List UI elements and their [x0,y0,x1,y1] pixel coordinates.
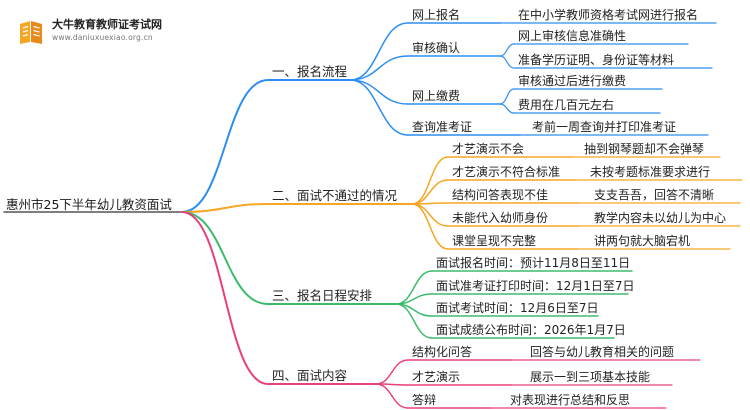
branch-1-item-1: 网上报名 [412,8,461,22]
branch-4-connector [181,211,269,385]
branch-2-item-5-detail-1: 讲两句就大脑宕机 [594,234,691,248]
logo-title: 大牛教育教师证考试网 [52,18,162,31]
branch-4-item-2-detail-1: 展示一到三项基本技能 [530,370,651,384]
branch-2-item-4: 未能代入幼师身份 [452,211,549,225]
branch-2-item-3: 结构问答表现不佳 [452,188,549,202]
branch-2-item-2-connector [411,179,449,205]
branch-1-item-1-detail-1: 在中小学教师资格考试网进行报名 [518,8,699,22]
branch-2-label: 二、面试不通过的情况 [272,188,398,203]
branch-2-item-4-connector [411,203,449,227]
branch-4-item-3: 答辩 [412,393,437,407]
book-logo-icon [20,21,42,44]
branch-1-item-4-connector [349,79,409,136]
branch-3-connector [181,211,269,305]
branch-2-item-4-detail-1: 教学内容未以幼儿为中心 [594,211,727,225]
branch-3-item-1: 面试报名时间：预计11月8日至11日 [436,256,631,270]
branch-1-item-2-detail-2-connector [499,55,515,69]
branch-1-item-3-detail-1: 审核通过后进行缴费 [518,74,627,88]
branch-4-item-1: 结构化问答 [412,345,473,359]
site-logo: 大牛教育教师证考试网 www.daniuxuexiao.org.cn [10,14,162,48]
branch-2-item-5: 课堂呈现不完整 [452,234,537,248]
branch-1-item-3-detail-1-connector [499,88,515,105]
mindmap-root: 惠州市25下半年幼儿教资面试 [6,197,172,212]
branch-1-item-3-detail-2-connector [499,103,515,114]
branch-4-item-1-detail-1: 回答与幼儿教育相关的问题 [530,345,675,359]
branch-1-item-2-detail-2: 准备学历证明、身份证等材料 [518,53,675,67]
branch-2-item-3-detail-1: 支支吾吾，回答不清晰 [594,188,715,202]
branch-4-item-3-detail-1: 对表现进行总结和反思 [510,393,631,407]
branch-2-item-1-detail-1: 抽到钢琴题却不会弹琴 [584,142,705,156]
branch-2-item-1: 才艺演示不会 [452,142,525,156]
branch-2-item-5-connector [411,203,449,250]
branch-3-item-3: 面试考试时间：12月6日至7日 [436,301,599,315]
branch-4-item-2: 才艺演示 [412,370,461,384]
branch-1-label: 一、报名流程 [272,64,348,79]
branch-1-item-2-connector [349,55,409,81]
logo-subtitle: www.daniuxuexiao.org.cn [52,33,153,42]
branch-1-item-2-detail-1: 网上审核信息准确性 [518,29,627,43]
branch-3-item-4-connector [395,303,433,339]
branch-2-item-2-detail-1: 未按考题标准要求进行 [590,165,711,179]
branch-2-connector [181,203,269,213]
branch-1-item-1-connector [349,22,409,81]
branch-3-label: 三、报名日程安排 [272,288,373,303]
branch-4-label: 四、面试内容 [272,368,348,383]
branch-3-item-4: 面试成绩公布时间：2026年1月7日 [436,323,626,337]
branch-1-item-4-detail-1: 考前一周查询并打印准考证 [532,120,677,134]
branch-1-item-3: 网上缴费 [412,89,461,103]
branch-4-item-1-connector [375,359,409,385]
branch-1-item-4: 查询准考证 [412,120,473,134]
branch-2-item-2: 才艺演示不符合标准 [452,165,561,179]
branch-3-item-2: 面试准考证打印时间：12月1日至7日 [436,279,635,293]
branch-1-item-3-detail-2: 费用在几百元左右 [518,98,615,112]
branch-1-connector [181,79,269,213]
branch-1-item-3-connector [349,79,409,105]
branch-4-item-3-connector [375,383,409,409]
branch-1-item-2-detail-1-connector [499,43,515,57]
branch-1-item-2: 审核确认 [412,41,461,55]
